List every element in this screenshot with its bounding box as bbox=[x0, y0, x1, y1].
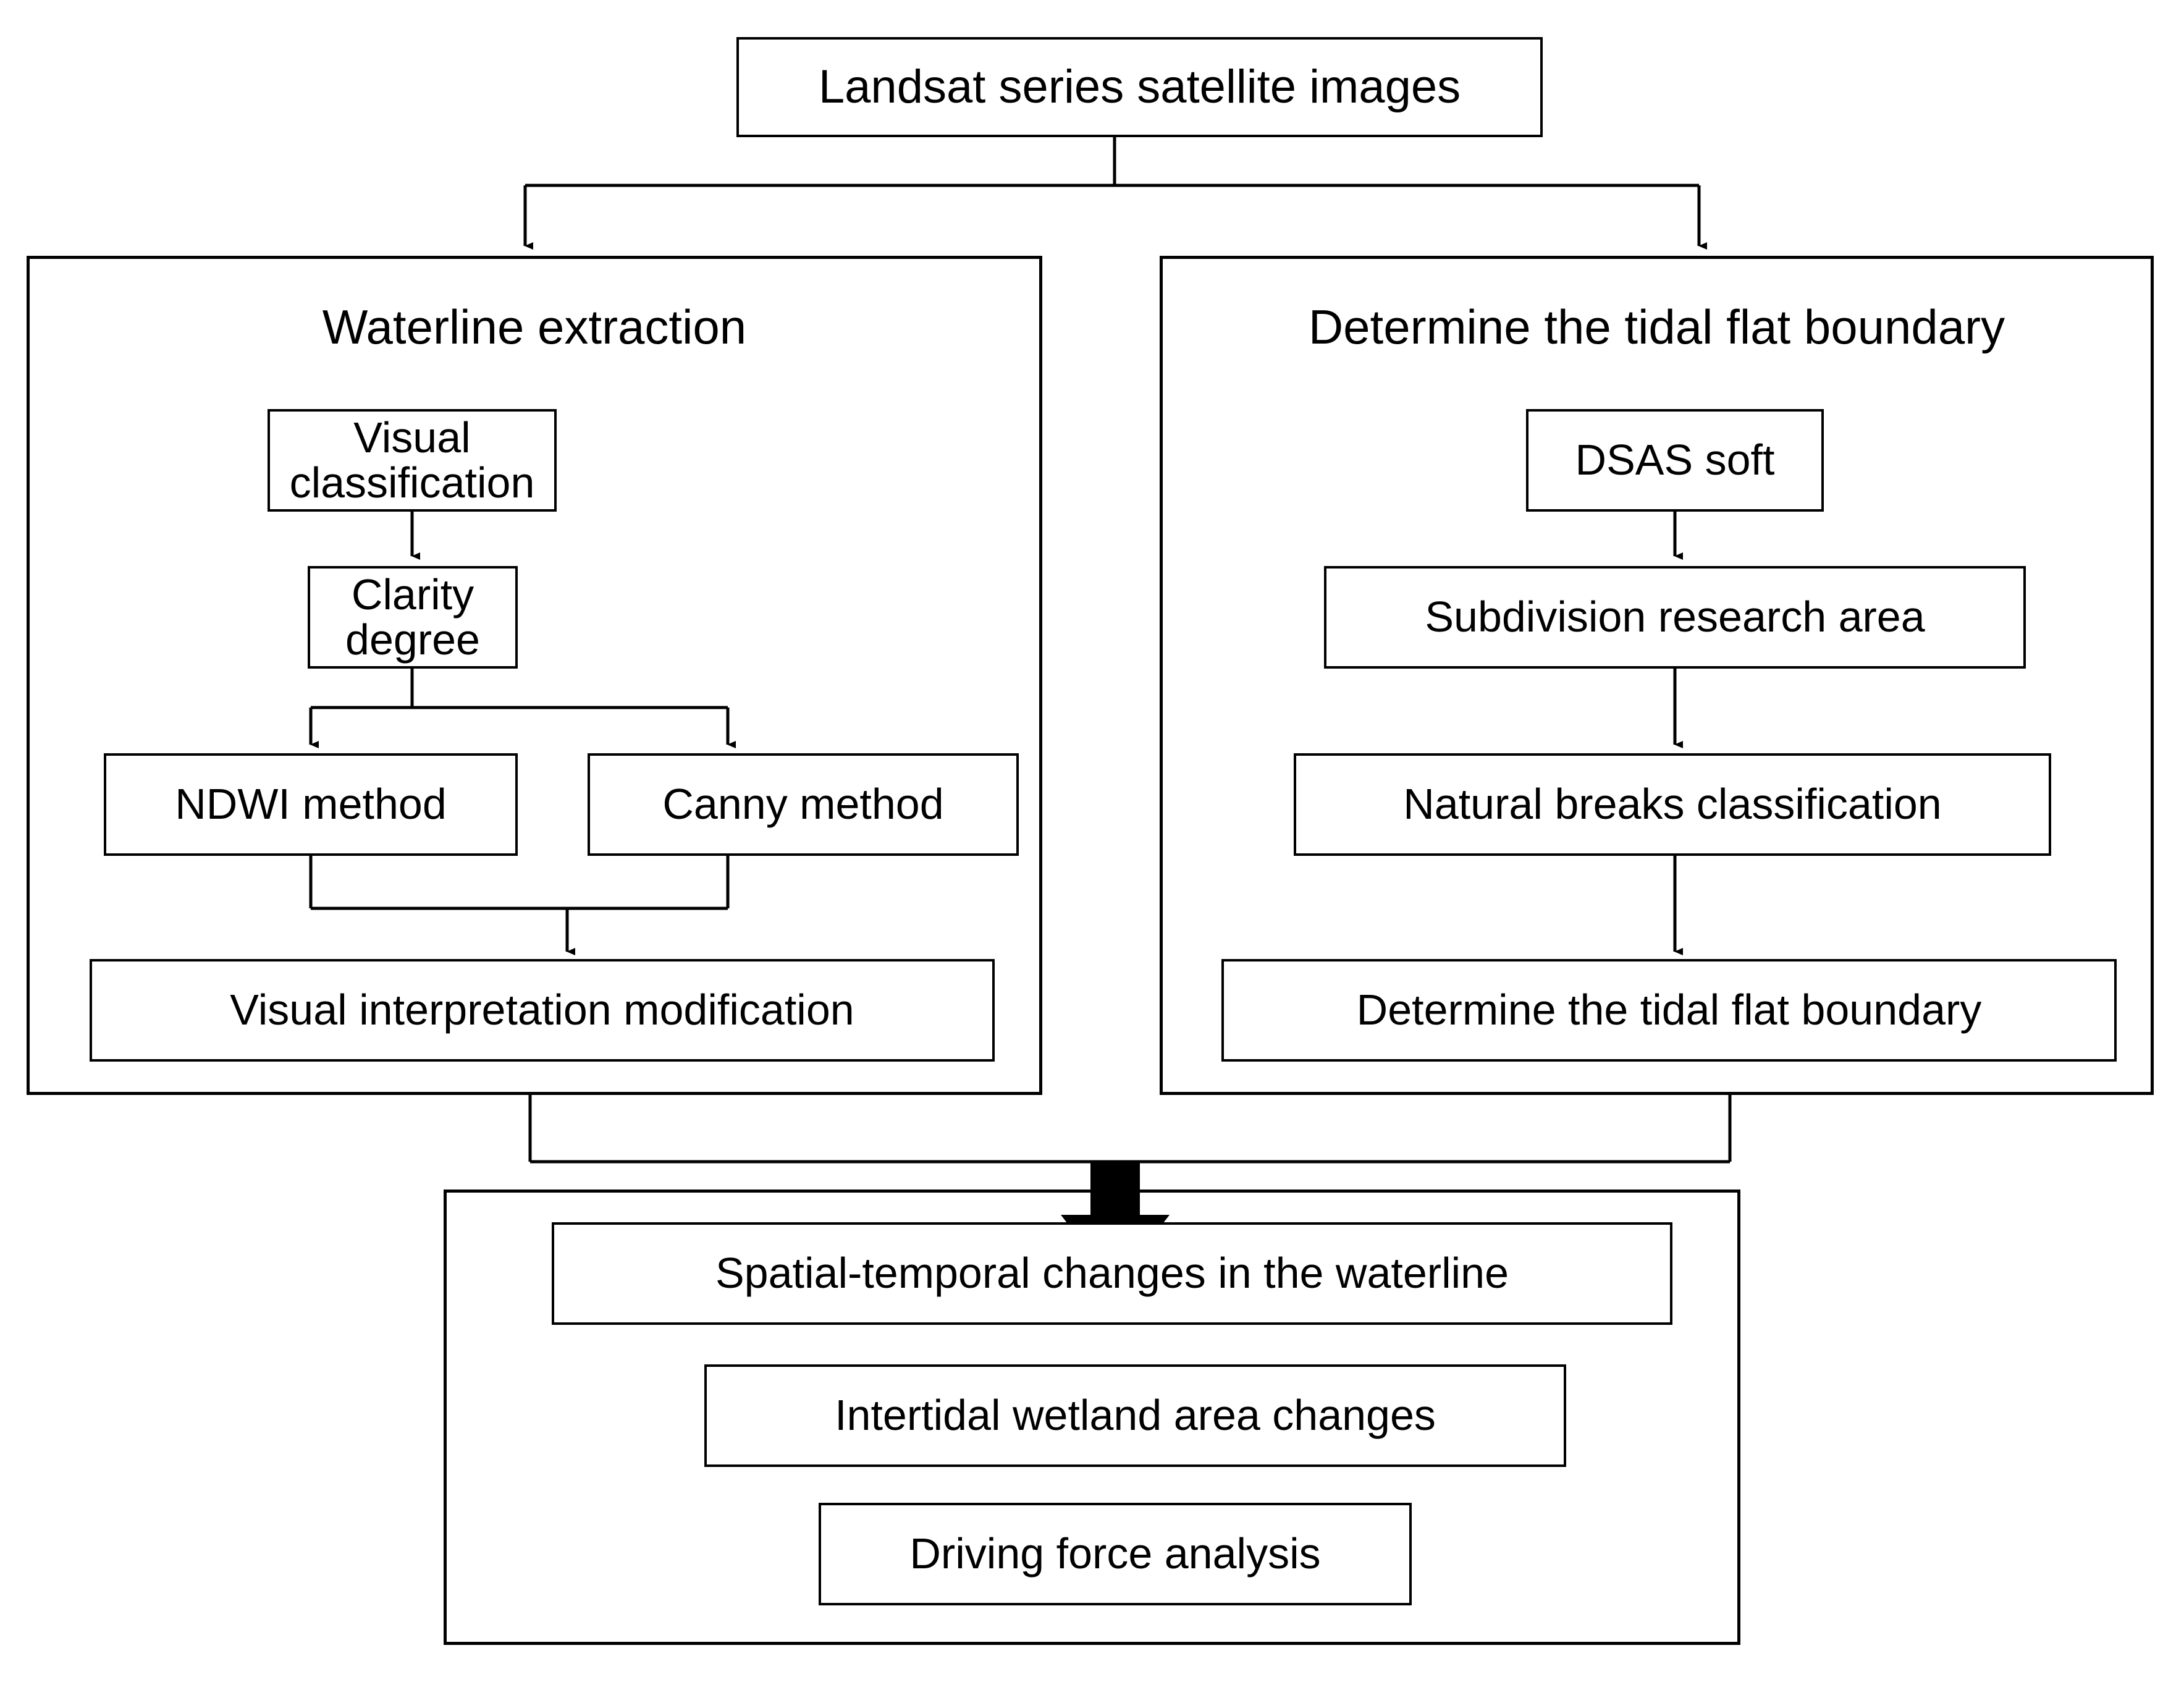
node-label: DSAS soft bbox=[1575, 436, 1775, 484]
panel-determine-tidal-flat-boundary-heading: Determine the tidal flat boundary bbox=[1160, 299, 2154, 355]
node-label: Driving force analysis bbox=[909, 1529, 1321, 1578]
connector-clarity-split bbox=[309, 669, 736, 748]
node-label: NDWI method bbox=[175, 780, 447, 829]
node-label: Canny method bbox=[662, 780, 944, 829]
node-label: Subdivision research area bbox=[1425, 593, 1925, 641]
node-ndwi-method[interactable]: NDWI method bbox=[104, 753, 518, 856]
panel-waterline-extraction-heading: Waterline extraction bbox=[27, 299, 1042, 355]
node-subdivision-research-area[interactable]: Subdivision research area bbox=[1324, 566, 2026, 669]
panel-determine-tidal-flat-boundary bbox=[1160, 256, 2154, 1095]
node-visual-classification[interactable]: Visual classification bbox=[268, 409, 557, 512]
node-clarity-degree[interactable]: Clarity degree bbox=[308, 566, 518, 669]
node-landsat-series-satellite-images[interactable]: Landsat series satellite images bbox=[736, 37, 1543, 137]
node-dsas-soft[interactable]: DSAS soft bbox=[1526, 409, 1824, 512]
node-determine-the-tidal-flat-boundary[interactable]: Determine the tidal flat boundary bbox=[1221, 959, 2117, 1062]
panel-heading-label: Determine the tidal flat boundary bbox=[1308, 300, 2005, 354]
node-label: Natural breaks classification bbox=[1403, 780, 1942, 829]
node-canny-method[interactable]: Canny method bbox=[588, 753, 1019, 856]
connector-methods-merge bbox=[309, 856, 730, 955]
node-label: Spatial-temporal changes in the waterlin… bbox=[715, 1249, 1509, 1298]
node-label: Visual classification bbox=[289, 413, 535, 507]
node-intertidal-wetland-area-changes[interactable]: Intertidal wetland area changes bbox=[704, 1364, 1566, 1467]
node-visual-interpretation-modification[interactable]: Visual interpretation modification bbox=[90, 959, 995, 1062]
node-label: Visual interpretation modification bbox=[230, 986, 854, 1034]
node-label: Intertidal wetland area changes bbox=[835, 1391, 1436, 1440]
panel-results bbox=[444, 1190, 1740, 1645]
connector-panels-to-results bbox=[528, 1095, 1732, 1164]
node-driving-force-analysis[interactable]: Driving force analysis bbox=[819, 1503, 1412, 1605]
panel-heading-label: Waterline extraction bbox=[322, 300, 747, 354]
node-label: Clarity degree bbox=[345, 570, 480, 664]
panel-waterline-extraction bbox=[27, 256, 1042, 1095]
connector-root-split bbox=[523, 137, 1707, 250]
node-label: Determine the tidal flat boundary bbox=[1356, 986, 1982, 1034]
node-label: Landsat series satellite images bbox=[818, 61, 1461, 114]
node-natural-breaks-classification[interactable]: Natural breaks classification bbox=[1294, 753, 2051, 856]
node-spatial-temporal-changes-in-the-waterline[interactable]: Spatial-temporal changes in the waterlin… bbox=[552, 1222, 1672, 1325]
